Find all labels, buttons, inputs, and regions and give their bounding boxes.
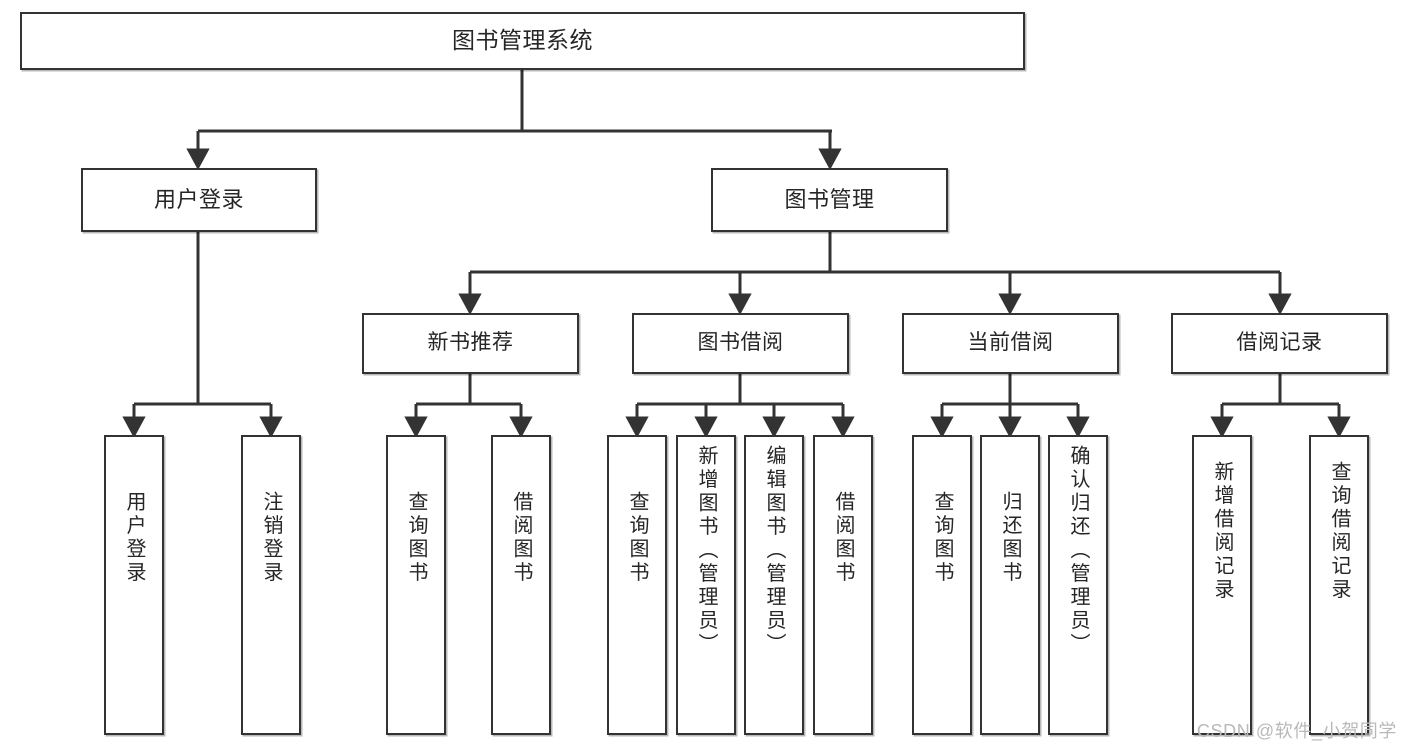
node-root-label: 图书管理系统 — [452, 27, 593, 54]
node-book-manage-label: 图书管理 — [784, 187, 875, 213]
node-leaf-confirm-return-admin[interactable]: 确认归还（管理员） — [1048, 435, 1108, 735]
node-borrow-record[interactable]: 借阅记录 — [1171, 313, 1388, 374]
node-root-book-management-system[interactable]: 图书管理系统 — [20, 12, 1025, 70]
node-leaf-add-borrow-record-label: 新增借阅记录 — [1211, 461, 1233, 602]
node-leaf-borrow-book-recommend[interactable]: 借阅图书 — [491, 435, 551, 735]
node-current-borrow-label: 当前借阅 — [967, 331, 1054, 355]
node-book-borrow-label: 图书借阅 — [697, 331, 784, 355]
node-user-login-label: 用户登录 — [153, 187, 244, 213]
node-book-manage[interactable]: 图书管理 — [711, 168, 948, 232]
node-leaf-query-book-recommend[interactable]: 查询图书 — [386, 435, 446, 735]
node-book-borrow[interactable]: 图书借阅 — [632, 313, 849, 374]
node-leaf-query-book-current[interactable]: 查询图书 — [912, 435, 972, 735]
node-leaf-add-book-admin-label: 新增图书（管理员） — [695, 445, 717, 657]
node-leaf-confirm-return-admin-label: 确认归还（管理员） — [1067, 445, 1089, 657]
node-leaf-return-book-label: 归还图书 — [999, 491, 1021, 585]
node-leaf-query-borrow-record[interactable]: 查询借阅记录 — [1309, 435, 1369, 735]
node-leaf-query-book-borrow-label: 查询图书 — [626, 491, 648, 585]
node-leaf-query-book-recommend-label: 查询图书 — [405, 491, 427, 585]
node-leaf-edit-book-admin-label: 编辑图书（管理员） — [763, 445, 785, 657]
node-leaf-borrow-book-label: 借阅图书 — [832, 491, 854, 585]
node-new-book-recommend[interactable]: 新书推荐 — [362, 313, 579, 374]
node-leaf-add-book-admin[interactable]: 新增图书（管理员） — [676, 435, 736, 735]
node-leaf-query-borrow-record-label: 查询借阅记录 — [1328, 461, 1350, 602]
node-leaf-query-book-borrow[interactable]: 查询图书 — [607, 435, 667, 735]
node-leaf-return-book[interactable]: 归还图书 — [980, 435, 1040, 735]
node-leaf-edit-book-admin[interactable]: 编辑图书（管理员） — [744, 435, 804, 735]
node-leaf-user-login-label: 用户登录 — [123, 491, 145, 585]
node-leaf-logout-login[interactable]: 注销登录 — [241, 435, 301, 735]
node-borrow-record-label: 借阅记录 — [1236, 331, 1323, 355]
node-leaf-user-login[interactable]: 用户登录 — [104, 435, 164, 735]
node-leaf-query-book-current-label: 查询图书 — [931, 491, 953, 585]
node-leaf-add-borrow-record[interactable]: 新增借阅记录 — [1192, 435, 1252, 735]
node-leaf-borrow-book[interactable]: 借阅图书 — [813, 435, 873, 735]
node-new-book-recommend-label: 新书推荐 — [427, 331, 514, 355]
node-leaf-logout-login-label: 注销登录 — [260, 491, 282, 585]
node-leaf-borrow-book-recommend-label: 借阅图书 — [510, 491, 532, 585]
watermark-csdn: CSDN @软件_小贺同学 — [1196, 721, 1397, 741]
node-user-login[interactable]: 用户登录 — [81, 168, 317, 232]
node-current-borrow[interactable]: 当前借阅 — [902, 313, 1119, 374]
